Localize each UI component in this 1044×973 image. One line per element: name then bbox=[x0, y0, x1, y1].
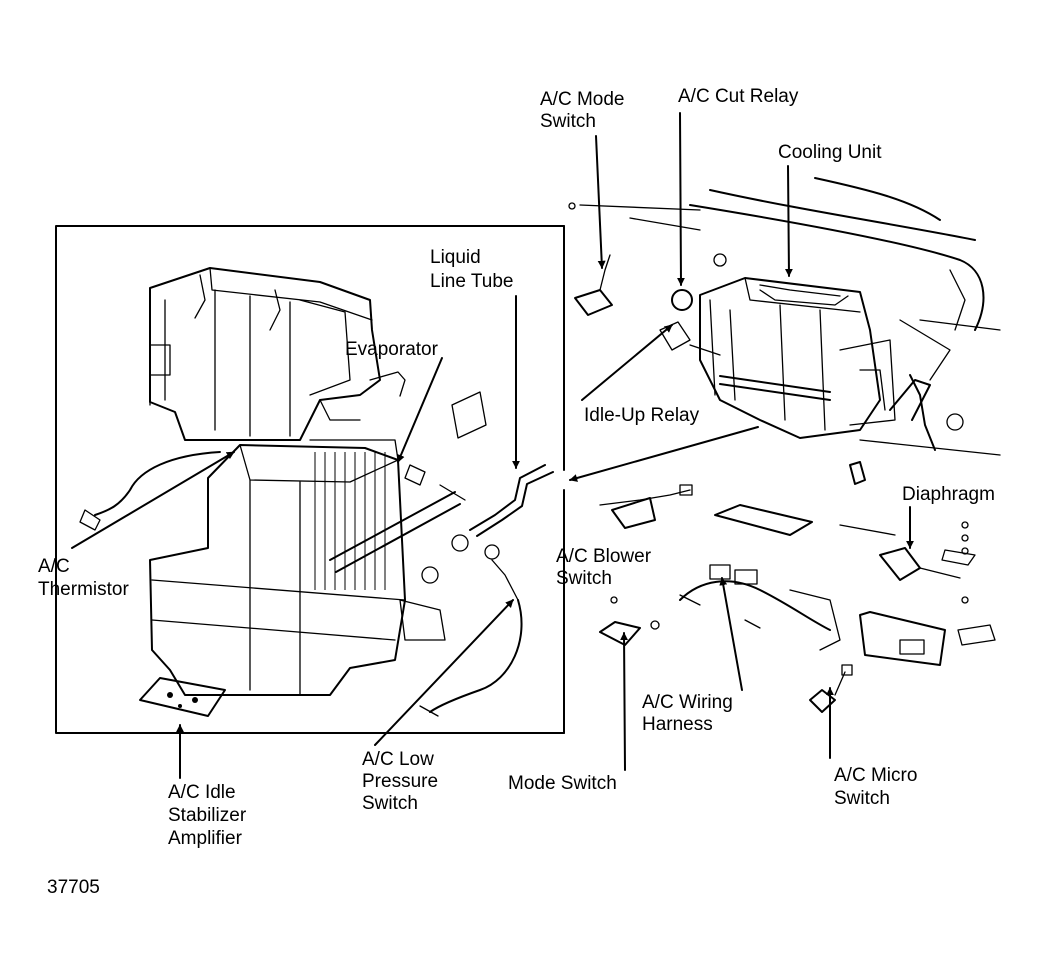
inset-frame bbox=[55, 225, 565, 734]
label-liquid-line-tube: Liquid Line Tube bbox=[430, 247, 513, 292]
liquid-line-tube-drawing bbox=[451, 464, 554, 552]
low-pressure-switch-drawing bbox=[419, 544, 523, 717]
label-evaporator: Evaporator bbox=[345, 339, 439, 360]
label-ac-blower-switch: A/C Blower Switch bbox=[556, 546, 656, 589]
figure-number: 37705 bbox=[47, 877, 100, 898]
label-ac-mode-switch: A/C Mode Switch bbox=[540, 89, 630, 132]
thermistor-cable bbox=[94, 451, 221, 516]
label-ac-micro-switch: A/C Micro Switch bbox=[834, 765, 923, 809]
label-ac-cut-relay: A/C Cut Relay bbox=[678, 86, 799, 107]
lower-case-drawing bbox=[149, 439, 466, 696]
label-ac-wiring-harness: A/C Wiring Harness bbox=[642, 692, 738, 735]
idle-stabilizer-amplifier-drawing bbox=[139, 677, 226, 717]
parts-drawing bbox=[568, 202, 996, 713]
small-plate bbox=[451, 391, 487, 439]
leader-arrows bbox=[71, 112, 914, 779]
label-ac-idle-stabilizer-amplifier: A/C Idle Stabilizer Amplifier bbox=[168, 782, 251, 849]
label-mode-switch: Mode Switch bbox=[508, 773, 617, 794]
label-ac-low-pressure-switch: A/C Low Pressure Switch bbox=[362, 749, 443, 814]
label-diaphragm: Diaphragm bbox=[902, 484, 995, 505]
cooling-unit-drawing bbox=[699, 277, 931, 439]
label-idle-up-relay: Idle-Up Relay bbox=[584, 405, 700, 426]
label-ac-thermistor: A/C Thermistor bbox=[38, 556, 129, 600]
label-cooling-unit: Cooling Unit bbox=[778, 142, 882, 163]
upper-case-drawing bbox=[149, 267, 406, 441]
